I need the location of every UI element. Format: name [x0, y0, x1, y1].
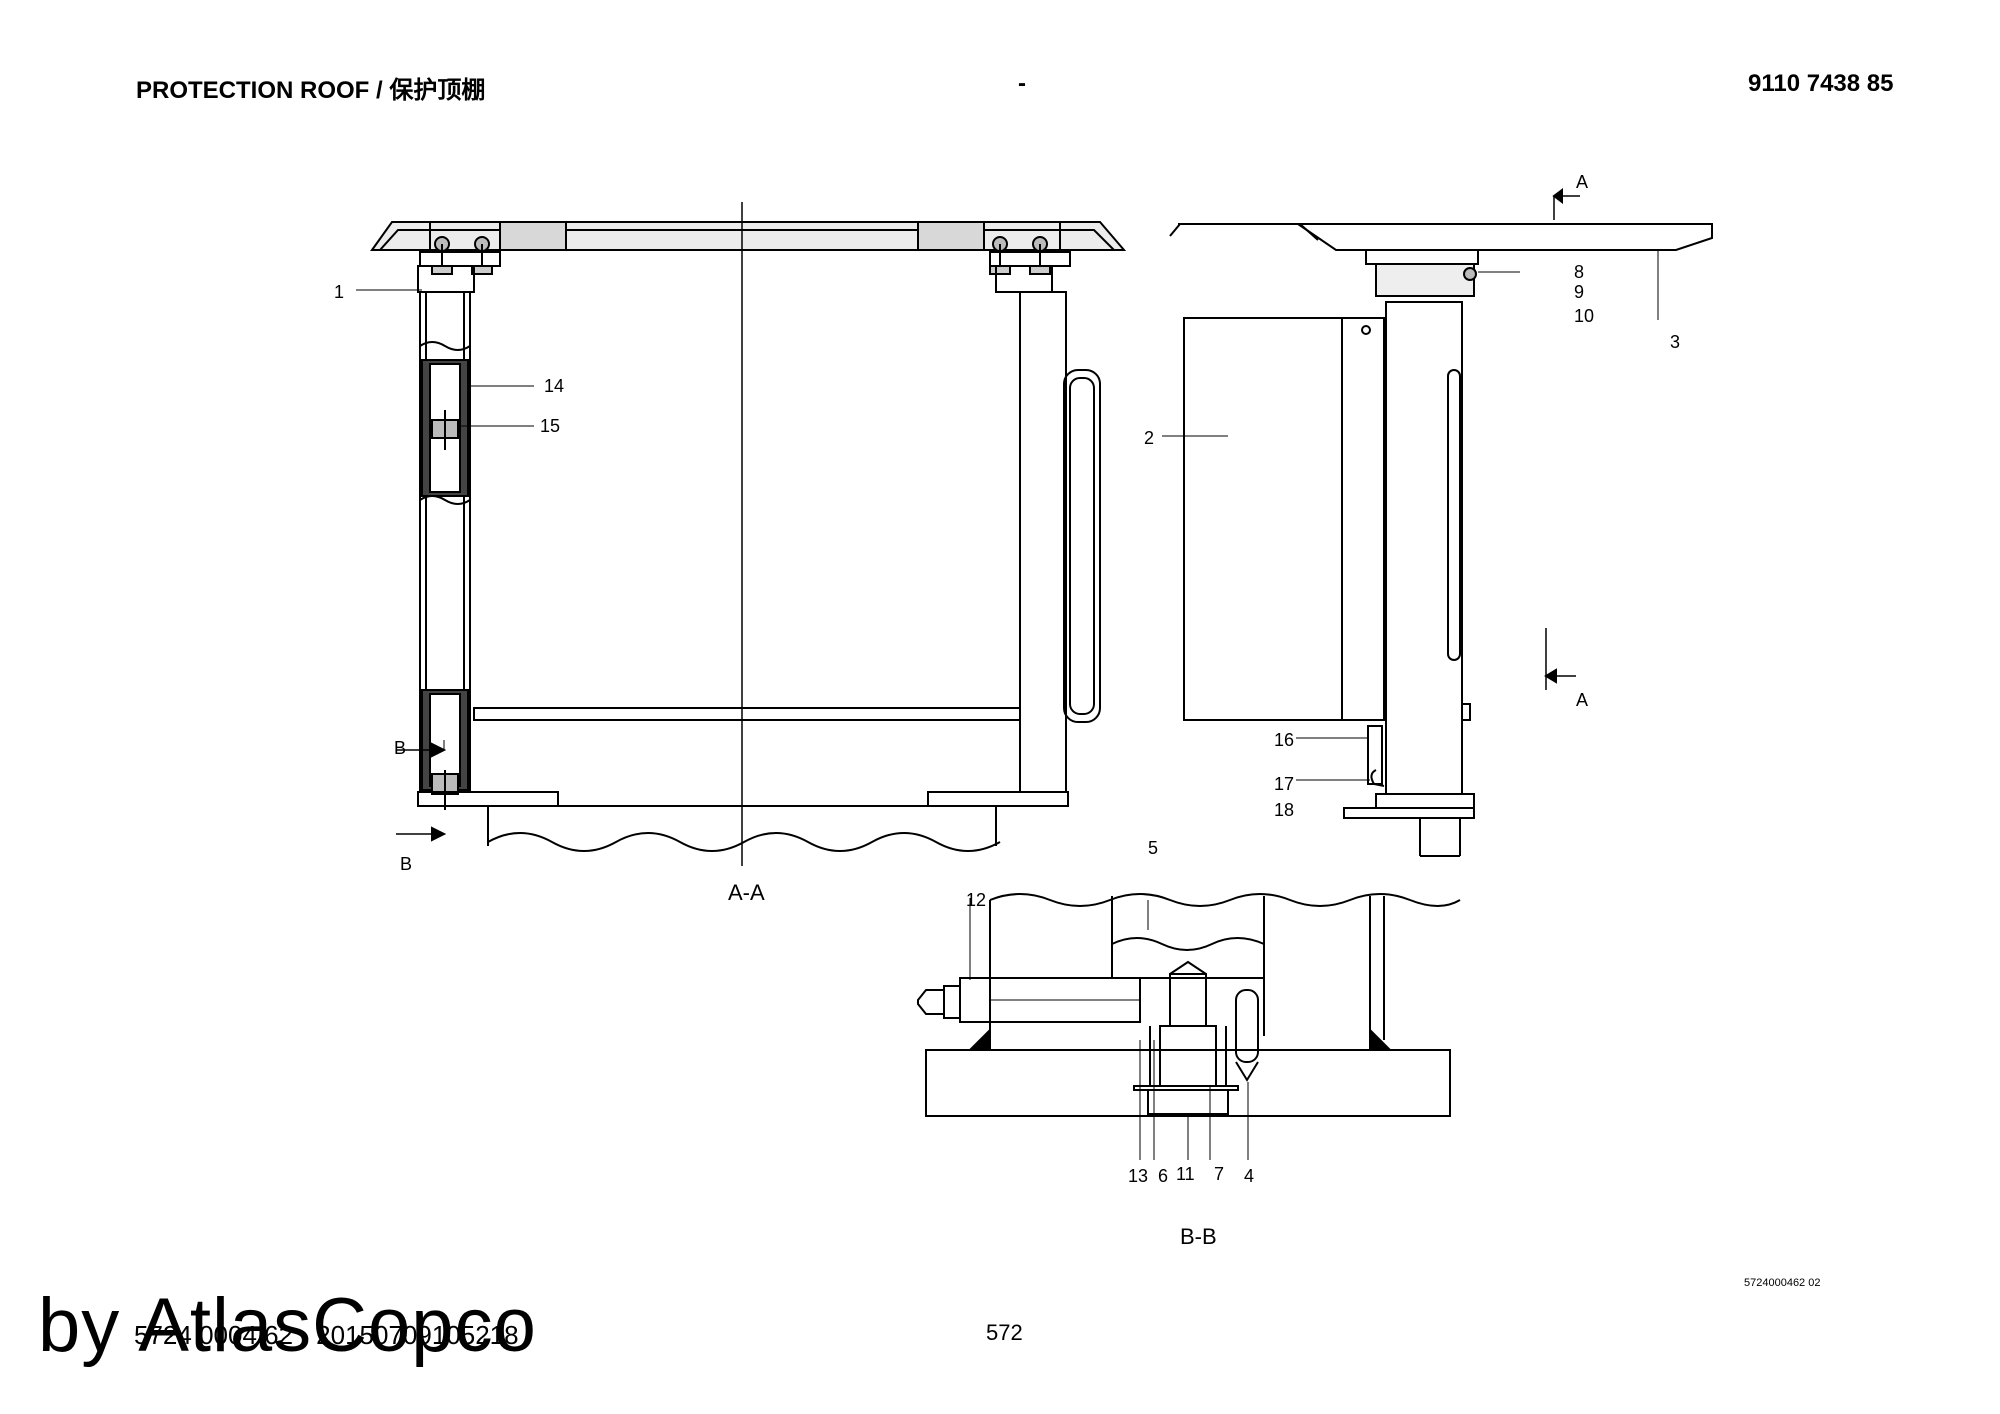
label-section-b-upper: B: [394, 738, 406, 758]
watermark: by AtlasCopco: [38, 1283, 537, 1368]
view-aa: [356, 202, 1127, 866]
label-part-3: 3: [1670, 332, 1680, 352]
label-view-aa: A-A: [728, 880, 765, 905]
document-number: 9110 7438 85: [1748, 70, 1894, 97]
view-bb: [917, 893, 1461, 1160]
label-section-b-lower: B: [400, 854, 412, 874]
label-part-17: 17: [1274, 774, 1294, 794]
footer-code: 5724 0004 62 - 20150709105218: [134, 1320, 519, 1350]
label-part-12: 12: [966, 890, 986, 910]
drawing-reference: 5724000462 02: [1744, 1277, 1821, 1289]
label-part-16: 16: [1274, 730, 1294, 750]
label-part-13: 13: [1128, 1166, 1148, 1186]
label-part-5: 5: [1148, 838, 1158, 858]
label-part-1: 1: [334, 282, 344, 302]
label-part-9: 9: [1574, 282, 1584, 302]
label-part-8: 8: [1574, 262, 1584, 282]
label-part-10: 10: [1574, 306, 1594, 326]
label-section-a-upper: A: [1576, 172, 1588, 192]
label-part-15: 15: [540, 416, 560, 436]
page-number: 572: [986, 1320, 1023, 1345]
label-part-14: 14: [544, 376, 564, 396]
label-part-7: 7: [1214, 1164, 1224, 1184]
label-part-11: 11: [1176, 1164, 1195, 1184]
page-title: PROTECTION ROOF / 保护顶棚: [136, 77, 486, 104]
label-part-4: 4: [1244, 1166, 1254, 1186]
header-separator: -: [1018, 70, 1026, 97]
label-part-6: 6: [1158, 1166, 1168, 1186]
label-part-18: 18: [1274, 800, 1294, 820]
label-section-a-lower: A: [1576, 690, 1588, 710]
label-part-2: 2: [1144, 428, 1154, 448]
side-view: [1162, 188, 1713, 857]
label-view-bb: B-B: [1180, 1224, 1217, 1249]
